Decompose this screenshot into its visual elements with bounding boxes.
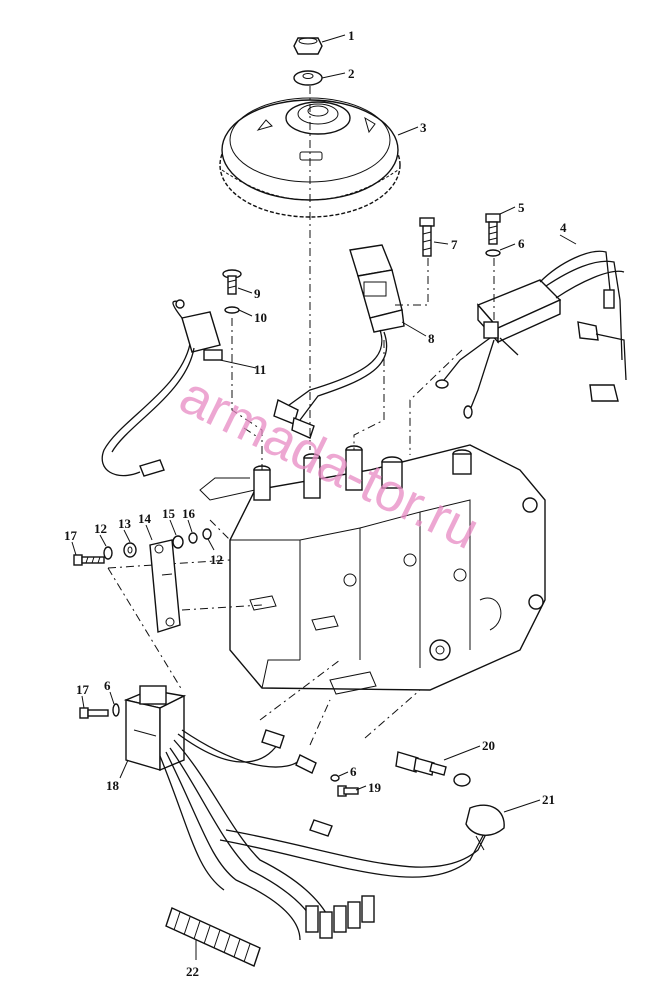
callout-labels: 1 2 3 4 5 6 7 8 9 10 11 12 13 14 15 16 1… — [64, 28, 567, 979]
part-sensor-11 — [101, 299, 223, 477]
callout-12-left: 12 — [94, 521, 107, 536]
part-boot-21 — [453, 773, 505, 851]
part-cdi-unit-18 — [123, 685, 187, 772]
part-grommet-15 — [172, 535, 184, 549]
callout-9: 9 — [254, 286, 261, 301]
callout-17-lower: 17 — [76, 682, 90, 697]
part-engine-block — [199, 444, 546, 695]
part-washer — [293, 70, 323, 86]
callout-16: 16 — [182, 506, 196, 521]
callout-6-top: 6 — [518, 236, 525, 251]
part-washer-12b — [202, 528, 212, 540]
part-washer-12 — [103, 546, 113, 560]
part-spacer-16 — [188, 532, 198, 544]
callout-6-lower: 6 — [350, 764, 357, 779]
callout-21: 21 — [542, 792, 555, 807]
part-nut-13 — [123, 542, 137, 558]
callout-12-right: 12 — [210, 552, 223, 567]
part-pulser-coil — [273, 244, 405, 439]
callout-4: 4 — [560, 220, 567, 235]
callout-18: 18 — [106, 778, 120, 793]
callout-17-upper: 17 — [64, 528, 78, 543]
part-nut — [293, 37, 323, 55]
callout-7: 7 — [451, 237, 458, 252]
callout-3: 3 — [420, 120, 427, 135]
callout-6-left: 6 — [104, 678, 111, 693]
part-corrugated-tube-22 — [165, 907, 261, 967]
part-screw-9 — [222, 269, 242, 295]
callout-11: 11 — [254, 362, 266, 377]
callout-8: 8 — [428, 331, 435, 346]
callout-22: 22 — [186, 964, 199, 979]
part-plate-14 — [149, 539, 181, 633]
callout-14: 14 — [138, 511, 152, 526]
part-bolt-7 — [419, 217, 435, 257]
callout-5: 5 — [518, 200, 525, 215]
callout-20: 20 — [482, 738, 495, 753]
part-temp-switch-20 — [395, 751, 447, 776]
part-bolt-17-upper — [73, 554, 105, 566]
part-bolt-17-lower — [79, 707, 109, 719]
part-wiring-harness — [159, 729, 491, 941]
part-bolt-top-right — [485, 213, 501, 245]
callout-1: 1 — [348, 28, 355, 43]
part-ignition-coil — [435, 250, 627, 419]
callout-10: 10 — [254, 310, 267, 325]
callout-19: 19 — [368, 780, 382, 795]
callout-2: 2 — [348, 66, 355, 81]
callout-15: 15 — [162, 506, 176, 521]
assembly-lines — [107, 86, 495, 746]
callout-13: 13 — [118, 516, 132, 531]
part-bolt-19 — [337, 785, 359, 797]
